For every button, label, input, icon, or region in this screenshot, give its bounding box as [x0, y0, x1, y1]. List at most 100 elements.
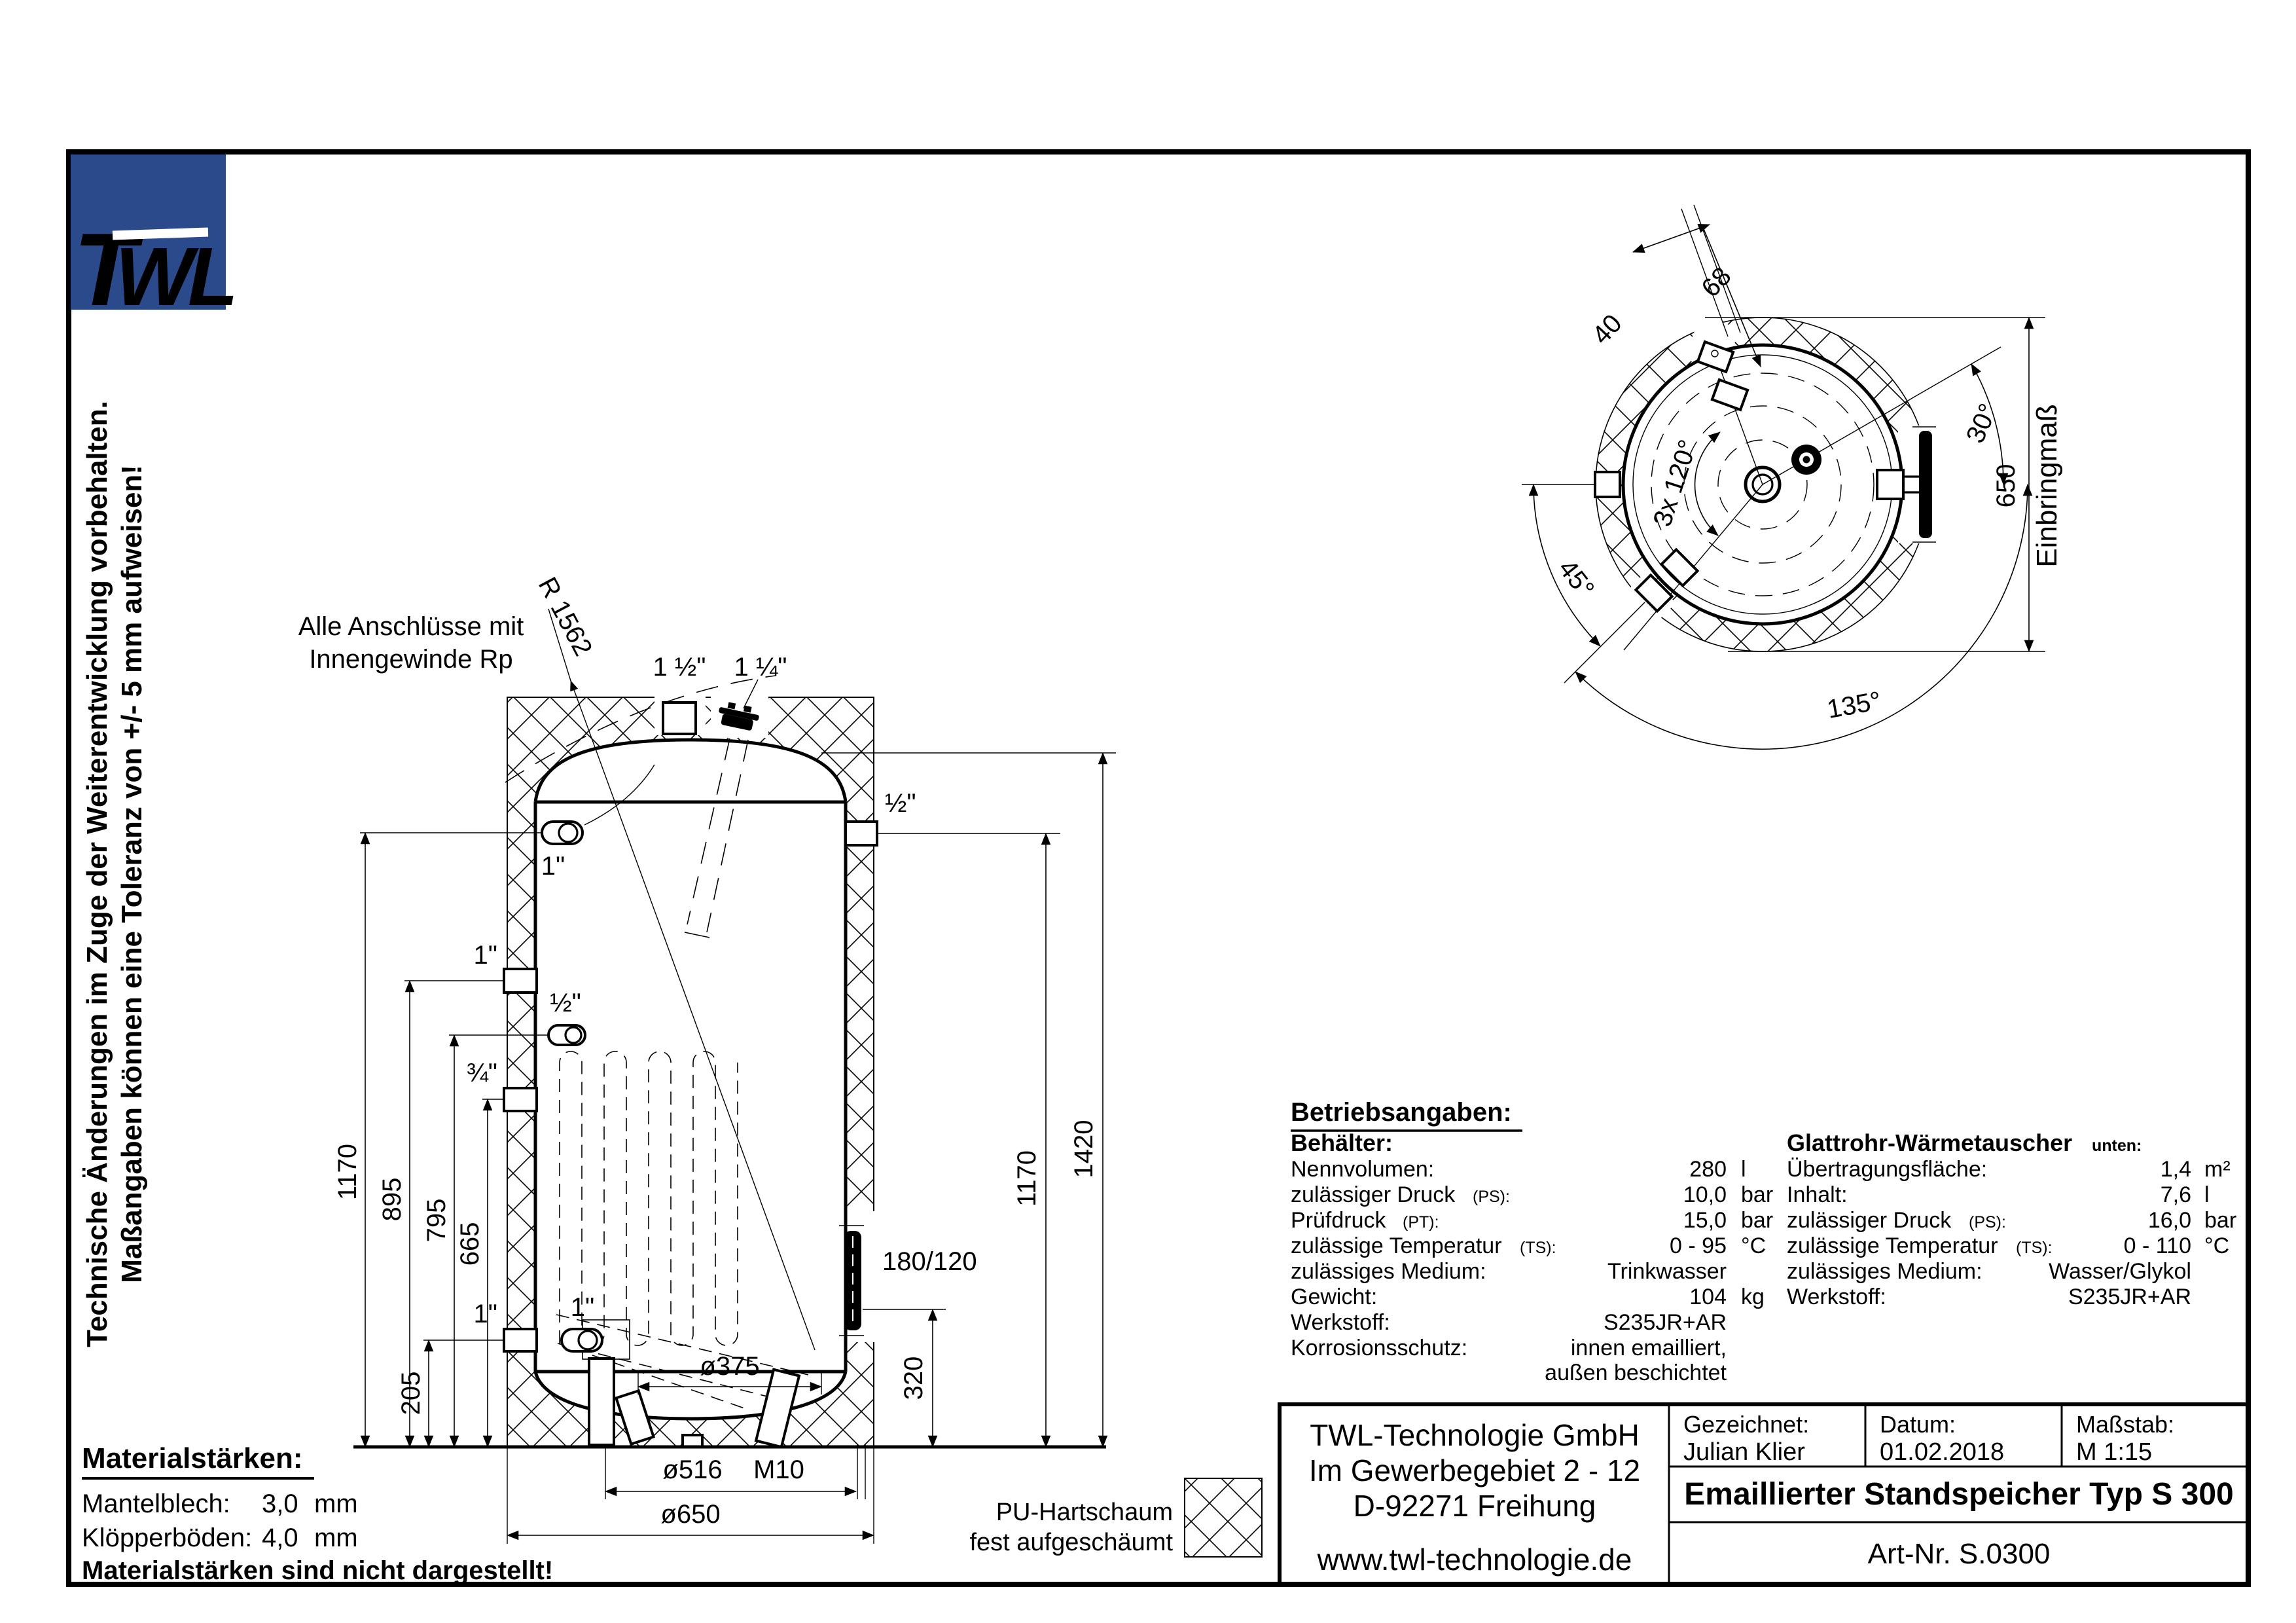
hx-title-sub: unten: [2092, 1137, 2142, 1155]
hx-row-label: zulässige Temperatur [1787, 1233, 1998, 1258]
left-lower-1in-outer-label: 1" [474, 1300, 497, 1328]
hx-row-value: 0 - 110 [2124, 1233, 2191, 1258]
materials-row-value: 3,0 [262, 1489, 298, 1518]
left-lower-1in-nipple [560, 1328, 603, 1353]
left-1in-stub [503, 968, 538, 994]
left-half-in-nipple [547, 1024, 586, 1046]
top-connection-1-4-cap [719, 702, 759, 731]
angle-120-arc [1694, 431, 1721, 536]
ops-row-label: zulässiges Medium: [1291, 1259, 1486, 1284]
materials-row-unit: mm [314, 1523, 358, 1552]
ops-row-label: zulässige Temperatur [1291, 1233, 1502, 1258]
angle-135-label: 135° [1825, 686, 1883, 724]
flange-size-label: 180/120 [882, 1247, 977, 1276]
materials-row-unit: mm [314, 1489, 358, 1518]
ops-row-label: Werkstoff: [1291, 1310, 1390, 1335]
ops-row-unit: °C [1741, 1233, 1766, 1258]
dim-665-label: 665 [456, 1222, 484, 1266]
tolerance-note: Technische Änderungen im Zuge der Weiter… [81, 401, 148, 1347]
ops-row-sub: (TS): [1520, 1239, 1556, 1257]
ops-row-unit: bar [1741, 1182, 1773, 1207]
logo-letters-wl: WL [115, 230, 234, 323]
ops-section: Behälter: [1291, 1129, 1393, 1156]
company-street: Im Gewerbegebiet 2 - 12 [1309, 1453, 1640, 1487]
dim-68-label: 68 [1696, 262, 1737, 303]
scale-label: Maßstab: [2076, 1411, 2174, 1438]
tolerance-note-line1: Technische Änderungen im Zuge der Weiter… [81, 401, 113, 1347]
sensor-tube [687, 738, 730, 925]
right-half-label: ½" [885, 789, 916, 818]
hx-row-value: S235JR+AR [2068, 1285, 2191, 1309]
top-right-stub [1876, 469, 1905, 500]
dim-40-label: 40 [1587, 309, 1628, 350]
dim-m10-label: M10 [753, 1455, 804, 1484]
top-conn-right-label: 1 ¼" [734, 653, 787, 682]
hx-row-value: 1,4 [2161, 1157, 2191, 1182]
left-lower-1in-inner-label: 1" [571, 1293, 594, 1322]
ops-row-value: 0 - 95 [1670, 1233, 1727, 1258]
ops-row-value: 104 [1689, 1285, 1727, 1309]
drawn-value: Julian Klier [1683, 1438, 1805, 1466]
right-half-in-stub [844, 820, 878, 847]
dim-895-label: 895 [378, 1178, 406, 1222]
connections-note-line2: Innengewinde Rp [309, 645, 512, 674]
material-thickness-block: Materialstärken: Mantelblech: 3,0 mm Klö… [82, 1442, 553, 1585]
tank-body-fill [535, 740, 846, 1419]
einbringmass-label: Einbringmaß [2031, 404, 2063, 567]
tank-foot-left [588, 1357, 615, 1446]
ops-row-label: Korrosionsschutz: [1291, 1336, 1467, 1360]
company-name: TWL-Technologie GmbH [1310, 1418, 1640, 1452]
company-website: www.twl-technologie.de [1317, 1542, 1632, 1577]
materials-note: Materialstärken sind nicht dargestellt! [82, 1556, 553, 1585]
left-lower-1in-stub [503, 1328, 538, 1353]
ops-row-value: Trinkwasser [1607, 1259, 1727, 1284]
left-three-quarter-stub [503, 1087, 538, 1112]
dim-1170-left-label: 1170 [333, 1144, 362, 1200]
hx-row-label: zulässiges Medium: [1787, 1259, 1982, 1284]
ops-row-sub: (PT): [1403, 1213, 1439, 1231]
hx-row-label: Inhalt: [1787, 1182, 1848, 1207]
article-number: Art-Nr. S.0300 [1868, 1538, 2051, 1570]
insulation-legend: PU-Hartschaum fest aufgeschäumt [969, 1478, 1263, 1558]
ops-row-unit: l [1741, 1157, 1746, 1182]
hx-row-sub: (PS): [1969, 1213, 2006, 1231]
radius-line [570, 680, 816, 1351]
dim-650-label: ø650 [660, 1500, 720, 1529]
top-left-stub [1594, 471, 1621, 498]
ops-row-value: S235JR+AR [1604, 1310, 1727, 1335]
drawing-title: Emaillierter Standspeicher Typ S 300 [1684, 1477, 2233, 1512]
ops-row-sub: (PS): [1473, 1188, 1510, 1206]
materials-row-label: Mantelblech: [82, 1489, 230, 1518]
ops-row-label: Nennvolumen: [1291, 1157, 1434, 1182]
top-conn-left-label: 1 ½" [653, 653, 706, 682]
hx-row-sub: (TS): [2016, 1239, 2053, 1257]
ops-row-value: außen beschichtet [1545, 1360, 1727, 1385]
tank-dome [533, 738, 848, 803]
company-logo: T WL [71, 155, 239, 327]
hx-row-value: 7,6 [2161, 1182, 2191, 1207]
angle-30-label: 30° [1961, 399, 2003, 447]
dim-205-label: 205 [397, 1372, 425, 1415]
dim-1170-right-label: 1170 [1013, 1150, 1041, 1207]
materials-title: Materialstärken: [82, 1442, 302, 1474]
dim-516-label: ø516 [662, 1455, 722, 1484]
dim-375-label: ø375 [700, 1352, 759, 1381]
hx-row-unit: l [2204, 1182, 2210, 1207]
tilt-radius-arc [505, 675, 776, 783]
hx-row-unit: bar [2204, 1208, 2236, 1233]
dim-795-label: 795 [422, 1199, 451, 1243]
legend-line1: PU-Hartschaum [996, 1499, 1173, 1526]
hx-row-label: Übertragungsfläche: [1787, 1157, 1987, 1182]
top-view-drawing: 40 68 30° 45° 135° 3x 120° 650 Einbringm… [1522, 204, 2063, 750]
hx-row-value: Wasser/Glykol [2049, 1259, 2191, 1284]
hx-row-label: zulässiger Druck [1787, 1208, 1952, 1233]
radius-label: R 1562 [533, 573, 598, 661]
company-city: D-92271 Freihung [1354, 1489, 1596, 1523]
date-value: 01.02.2018 [1880, 1438, 2004, 1466]
top-nozzle-upper-left-inner [1710, 378, 1749, 412]
scale-value: M 1:15 [2076, 1438, 2152, 1466]
ops-row-label: Gewicht: [1291, 1285, 1377, 1309]
angle-30-arc [1971, 363, 2009, 485]
ops-row-value: innen emailliert, [1571, 1336, 1727, 1360]
